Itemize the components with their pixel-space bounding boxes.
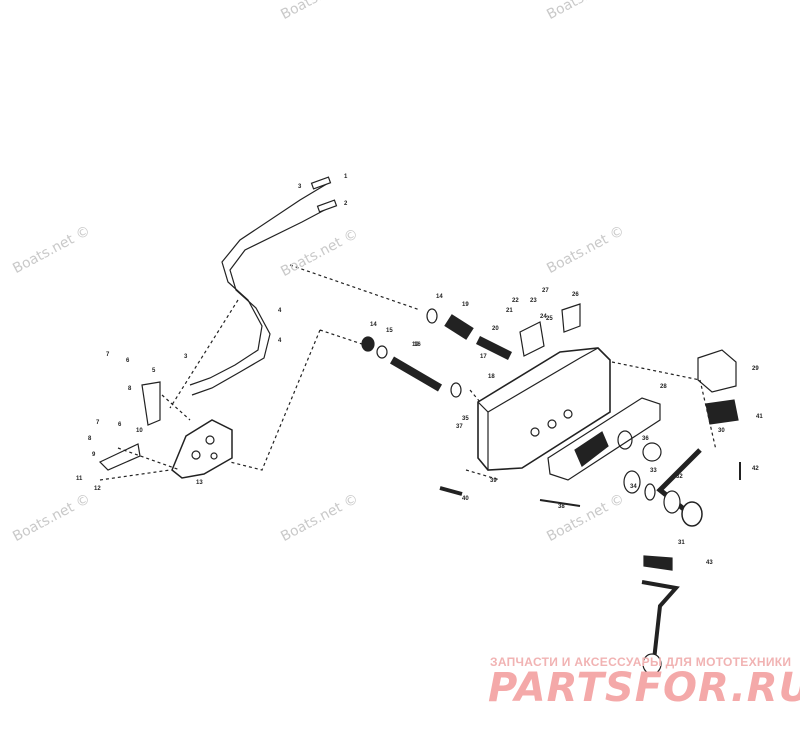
callout-30: 30 xyxy=(718,428,725,434)
callout-42: 42 xyxy=(752,466,759,472)
callout-6: 6 xyxy=(118,422,122,428)
control-housing xyxy=(477,347,611,471)
callout-9: 9 xyxy=(92,452,96,458)
callout-28: 28 xyxy=(660,384,667,390)
bracket-10 xyxy=(98,443,141,471)
washer-14b xyxy=(361,336,375,352)
callout-11: 11 xyxy=(76,476,83,482)
mounting-bracket xyxy=(171,419,233,479)
throttle-cable xyxy=(189,181,331,386)
cable-end-2 xyxy=(316,199,338,213)
callout-26: 26 xyxy=(572,292,579,298)
callout-31: 31 xyxy=(678,540,685,546)
brand-logo: PARTSFOR.RU xyxy=(488,665,800,711)
callout-7: 7 xyxy=(106,352,110,358)
callout-35: 35 xyxy=(462,416,469,422)
callout-38: 38 xyxy=(558,504,565,510)
callout-34: 34 xyxy=(630,484,637,490)
callout-12: 12 xyxy=(94,486,101,492)
ring-15 xyxy=(376,345,388,359)
callout-14: 14 xyxy=(370,322,377,328)
cable-end-1 xyxy=(310,176,332,190)
cover-28 xyxy=(697,349,737,393)
callout-33: 33 xyxy=(650,468,657,474)
callout-21: 21 xyxy=(506,308,513,314)
callout-40: 40 xyxy=(462,496,469,502)
callout-41: 41 xyxy=(756,414,763,420)
housing-hole-2 xyxy=(547,419,557,429)
callout-27: 27 xyxy=(542,288,549,294)
callout-39: 39 xyxy=(490,478,497,484)
callout-3: 3 xyxy=(184,354,188,360)
callout-19: 19 xyxy=(412,342,419,348)
callout-15: 15 xyxy=(386,328,393,334)
hub-19 xyxy=(444,314,474,340)
callout-14: 14 xyxy=(436,294,443,300)
callout-1: 1 xyxy=(344,174,348,180)
callout-25: 25 xyxy=(546,316,553,322)
lever-43 xyxy=(641,580,680,661)
callout-8: 8 xyxy=(88,436,92,442)
callout-10: 10 xyxy=(136,428,143,434)
callout-2: 2 xyxy=(344,201,348,207)
callout-5: 5 xyxy=(152,368,156,374)
washer-14 xyxy=(426,308,438,324)
callout-18: 18 xyxy=(488,374,495,380)
callout-22: 22 xyxy=(512,298,519,304)
grip-42 xyxy=(643,555,673,571)
callout-4: 4 xyxy=(278,338,282,344)
callout-16: 16 xyxy=(414,342,421,348)
brand-subtitle: ЗАПЧАСТИ И АКСЕССУАРЫ ДЛЯ МОТОТЕХНИКИ xyxy=(490,655,792,669)
callout-17: 17 xyxy=(480,354,487,360)
switch-40 xyxy=(705,399,739,425)
label-plate xyxy=(574,431,609,467)
bushing-33 xyxy=(623,470,641,494)
callout-3: 3 xyxy=(298,184,302,190)
callout-7: 7 xyxy=(96,420,100,426)
housing-hole-3 xyxy=(563,409,573,419)
guide-lines xyxy=(99,264,717,481)
callout-8: 8 xyxy=(128,386,132,392)
callout-20: 20 xyxy=(492,326,499,332)
callout-19: 19 xyxy=(462,302,469,308)
bracket-5 xyxy=(141,381,161,426)
washer-14c xyxy=(450,382,462,398)
callout-29: 29 xyxy=(752,366,759,372)
callout-13: 13 xyxy=(196,480,203,486)
switch-plate-26 xyxy=(561,303,581,333)
shaft-16 xyxy=(389,356,443,392)
callout-23: 23 xyxy=(530,298,537,304)
bushing-32 xyxy=(663,490,681,514)
callout-36: 36 xyxy=(642,436,649,442)
ring-34 xyxy=(644,483,656,501)
callout-32: 32 xyxy=(676,474,683,480)
housing-hole-1 xyxy=(530,427,540,437)
callout-43: 43 xyxy=(706,560,713,566)
washer-36 xyxy=(642,442,662,462)
handle-knob-31 xyxy=(681,501,703,527)
callout-37: 37 xyxy=(456,424,463,430)
shaft-20 xyxy=(475,335,513,361)
callout-24: 24 xyxy=(540,314,547,320)
callout-6: 6 xyxy=(126,358,130,364)
shift-cable xyxy=(191,204,335,396)
callout-4: 4 xyxy=(278,308,282,314)
switch-plate-24 xyxy=(519,321,545,357)
